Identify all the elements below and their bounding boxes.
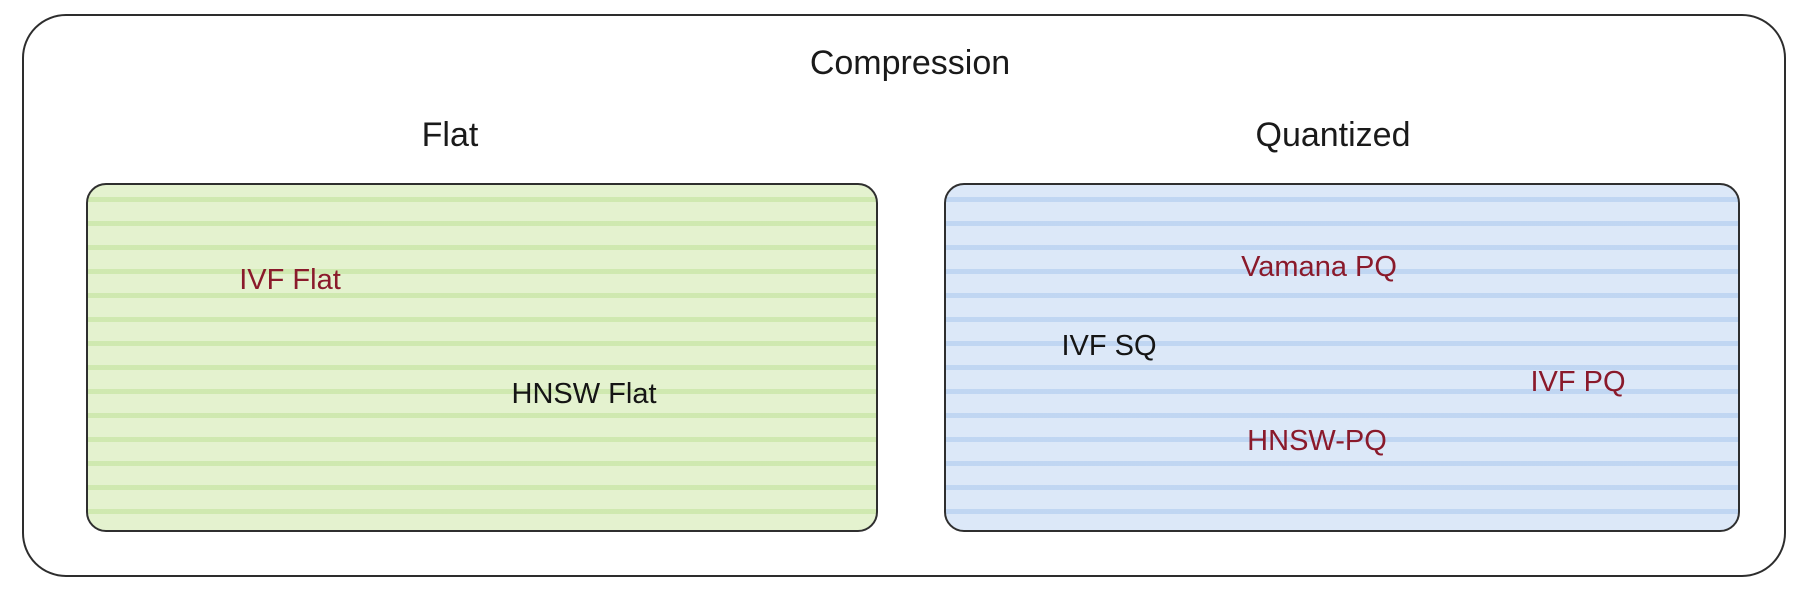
flat-group-title: Flat: [421, 116, 479, 154]
ivf-pq-label: IVF PQ: [1530, 366, 1626, 398]
hnsw-pq-label: HNSW-PQ: [1247, 425, 1387, 457]
flat-group-panel: [86, 183, 878, 532]
quantized-group-panel: [944, 183, 1740, 532]
diagram-title: Compression: [809, 44, 1011, 82]
hnsw-flat-label: HNSW Flat: [511, 378, 657, 410]
vamana-pq-label: Vamana PQ: [1241, 251, 1397, 283]
ivf-flat-label: IVF Flat: [239, 264, 341, 296]
quantized-group-title: Quantized: [1255, 116, 1411, 154]
ivf-sq-label: IVF SQ: [1061, 330, 1157, 362]
